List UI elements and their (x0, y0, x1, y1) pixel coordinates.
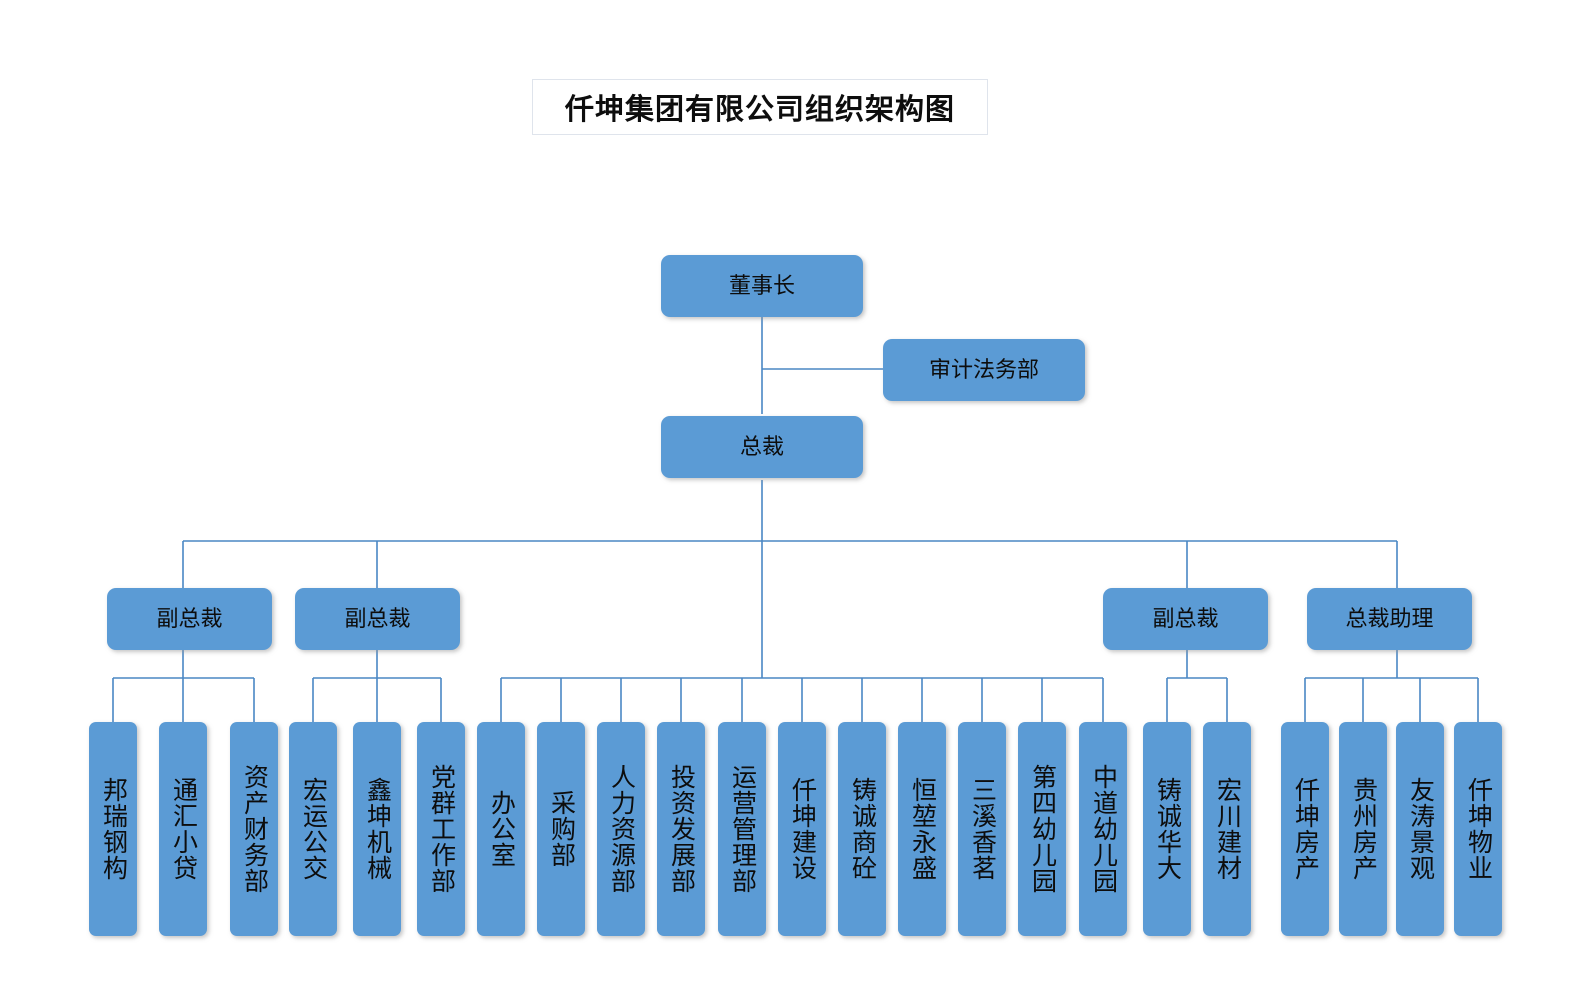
chart-title: 仟坤集团有限公司组织架构图 (564, 94, 955, 126)
node-audit-legal-label: 审计法务部 (928, 356, 1039, 382)
node-investment-dev-dept[interactable]: 投资发展部 (657, 722, 705, 936)
node-president-assistant-label: 总裁助理 (1345, 605, 1434, 631)
node-chairman[interactable]: 董事长 (661, 255, 863, 317)
node-procurement-dept-label: 采购部 (547, 790, 576, 868)
node-youtao-landscape[interactable]: 友涛景观 (1396, 722, 1444, 936)
node-sanxi-xiangming-label: 三溪香茗 (968, 777, 997, 881)
node-asset-finance-dept-label: 资产财务部 (240, 764, 269, 894)
node-zhongdao-kindergarten-label: 中道幼儿园 (1089, 764, 1118, 894)
node-chairman-label: 董事长 (728, 272, 795, 298)
node-hengkun-yongsheng-label: 恒堃永盛 (908, 777, 937, 881)
node-asset-finance-dept[interactable]: 资产财务部 (230, 722, 278, 936)
node-vp-2-label: 副总裁 (344, 605, 411, 631)
node-qiankun-property-label: 仟坤物业 (1464, 777, 1493, 881)
chart-title-box: 仟坤集团有限公司组织架构图 (532, 79, 988, 135)
node-guizhou-realestate-label: 贵州房产 (1349, 777, 1378, 881)
node-tonghui-microloan[interactable]: 通汇小贷 (159, 722, 207, 936)
node-qiankun-construction-label: 仟坤建设 (788, 777, 817, 881)
node-audit-legal[interactable]: 审计法务部 (883, 339, 1085, 401)
node-party-work-dept-label: 党群工作部 (427, 764, 456, 894)
node-president[interactable]: 总裁 (661, 416, 863, 478)
node-zhucheng-concrete-label: 铸诚商砼 (848, 777, 877, 881)
node-tonghui-microloan-label: 通汇小贷 (169, 777, 198, 881)
node-hongchuan-materials[interactable]: 宏川建材 (1203, 722, 1251, 936)
node-vp-2[interactable]: 副总裁 (295, 588, 460, 650)
node-vp-3-label: 副总裁 (1152, 605, 1219, 631)
node-hr-dept[interactable]: 人力资源部 (597, 722, 645, 936)
node-vp-3[interactable]: 副总裁 (1103, 588, 1268, 650)
node-qiankun-realestate[interactable]: 仟坤房产 (1281, 722, 1329, 936)
node-fourth-kindergarten[interactable]: 第四幼儿园 (1018, 722, 1066, 936)
node-xinkun-machinery[interactable]: 鑫坤机械 (353, 722, 401, 936)
node-procurement-dept[interactable]: 采购部 (537, 722, 585, 936)
node-sanxi-xiangming[interactable]: 三溪香茗 (958, 722, 1006, 936)
node-president-label: 总裁 (739, 433, 784, 459)
node-operations-mgmt-dept[interactable]: 运营管理部 (718, 722, 766, 936)
node-xinkun-machinery-label: 鑫坤机械 (363, 777, 392, 881)
node-hongchuan-materials-label: 宏川建材 (1213, 777, 1242, 881)
node-office[interactable]: 办公室 (477, 722, 525, 936)
node-youtao-landscape-label: 友涛景观 (1406, 777, 1435, 881)
node-vp-1-label: 副总裁 (156, 605, 223, 631)
node-zhucheng-huada[interactable]: 铸诚华大 (1143, 722, 1191, 936)
node-qiankun-property[interactable]: 仟坤物业 (1454, 722, 1502, 936)
node-investment-dev-dept-label: 投资发展部 (667, 764, 696, 894)
node-fourth-kindergarten-label: 第四幼儿园 (1028, 764, 1057, 894)
node-bangrui-steel-label: 邦瑞钢构 (99, 777, 128, 881)
node-bangrui-steel[interactable]: 邦瑞钢构 (89, 722, 137, 936)
node-operations-mgmt-dept-label: 运营管理部 (728, 764, 757, 894)
node-hengkun-yongsheng[interactable]: 恒堃永盛 (898, 722, 946, 936)
node-guizhou-realestate[interactable]: 贵州房产 (1339, 722, 1387, 936)
node-hongyun-bus[interactable]: 宏运公交 (289, 722, 337, 936)
node-party-work-dept[interactable]: 党群工作部 (417, 722, 465, 936)
node-office-label: 办公室 (487, 790, 516, 868)
node-zhucheng-huada-label: 铸诚华大 (1153, 777, 1182, 881)
node-hongyun-bus-label: 宏运公交 (299, 777, 328, 881)
node-vp-1[interactable]: 副总裁 (107, 588, 272, 650)
node-qiankun-realestate-label: 仟坤房产 (1291, 777, 1320, 881)
node-president-assistant[interactable]: 总裁助理 (1307, 588, 1472, 650)
node-qiankun-construction[interactable]: 仟坤建设 (778, 722, 826, 936)
node-zhucheng-concrete[interactable]: 铸诚商砼 (838, 722, 886, 936)
node-hr-dept-label: 人力资源部 (607, 764, 636, 894)
node-zhongdao-kindergarten[interactable]: 中道幼儿园 (1079, 722, 1127, 936)
